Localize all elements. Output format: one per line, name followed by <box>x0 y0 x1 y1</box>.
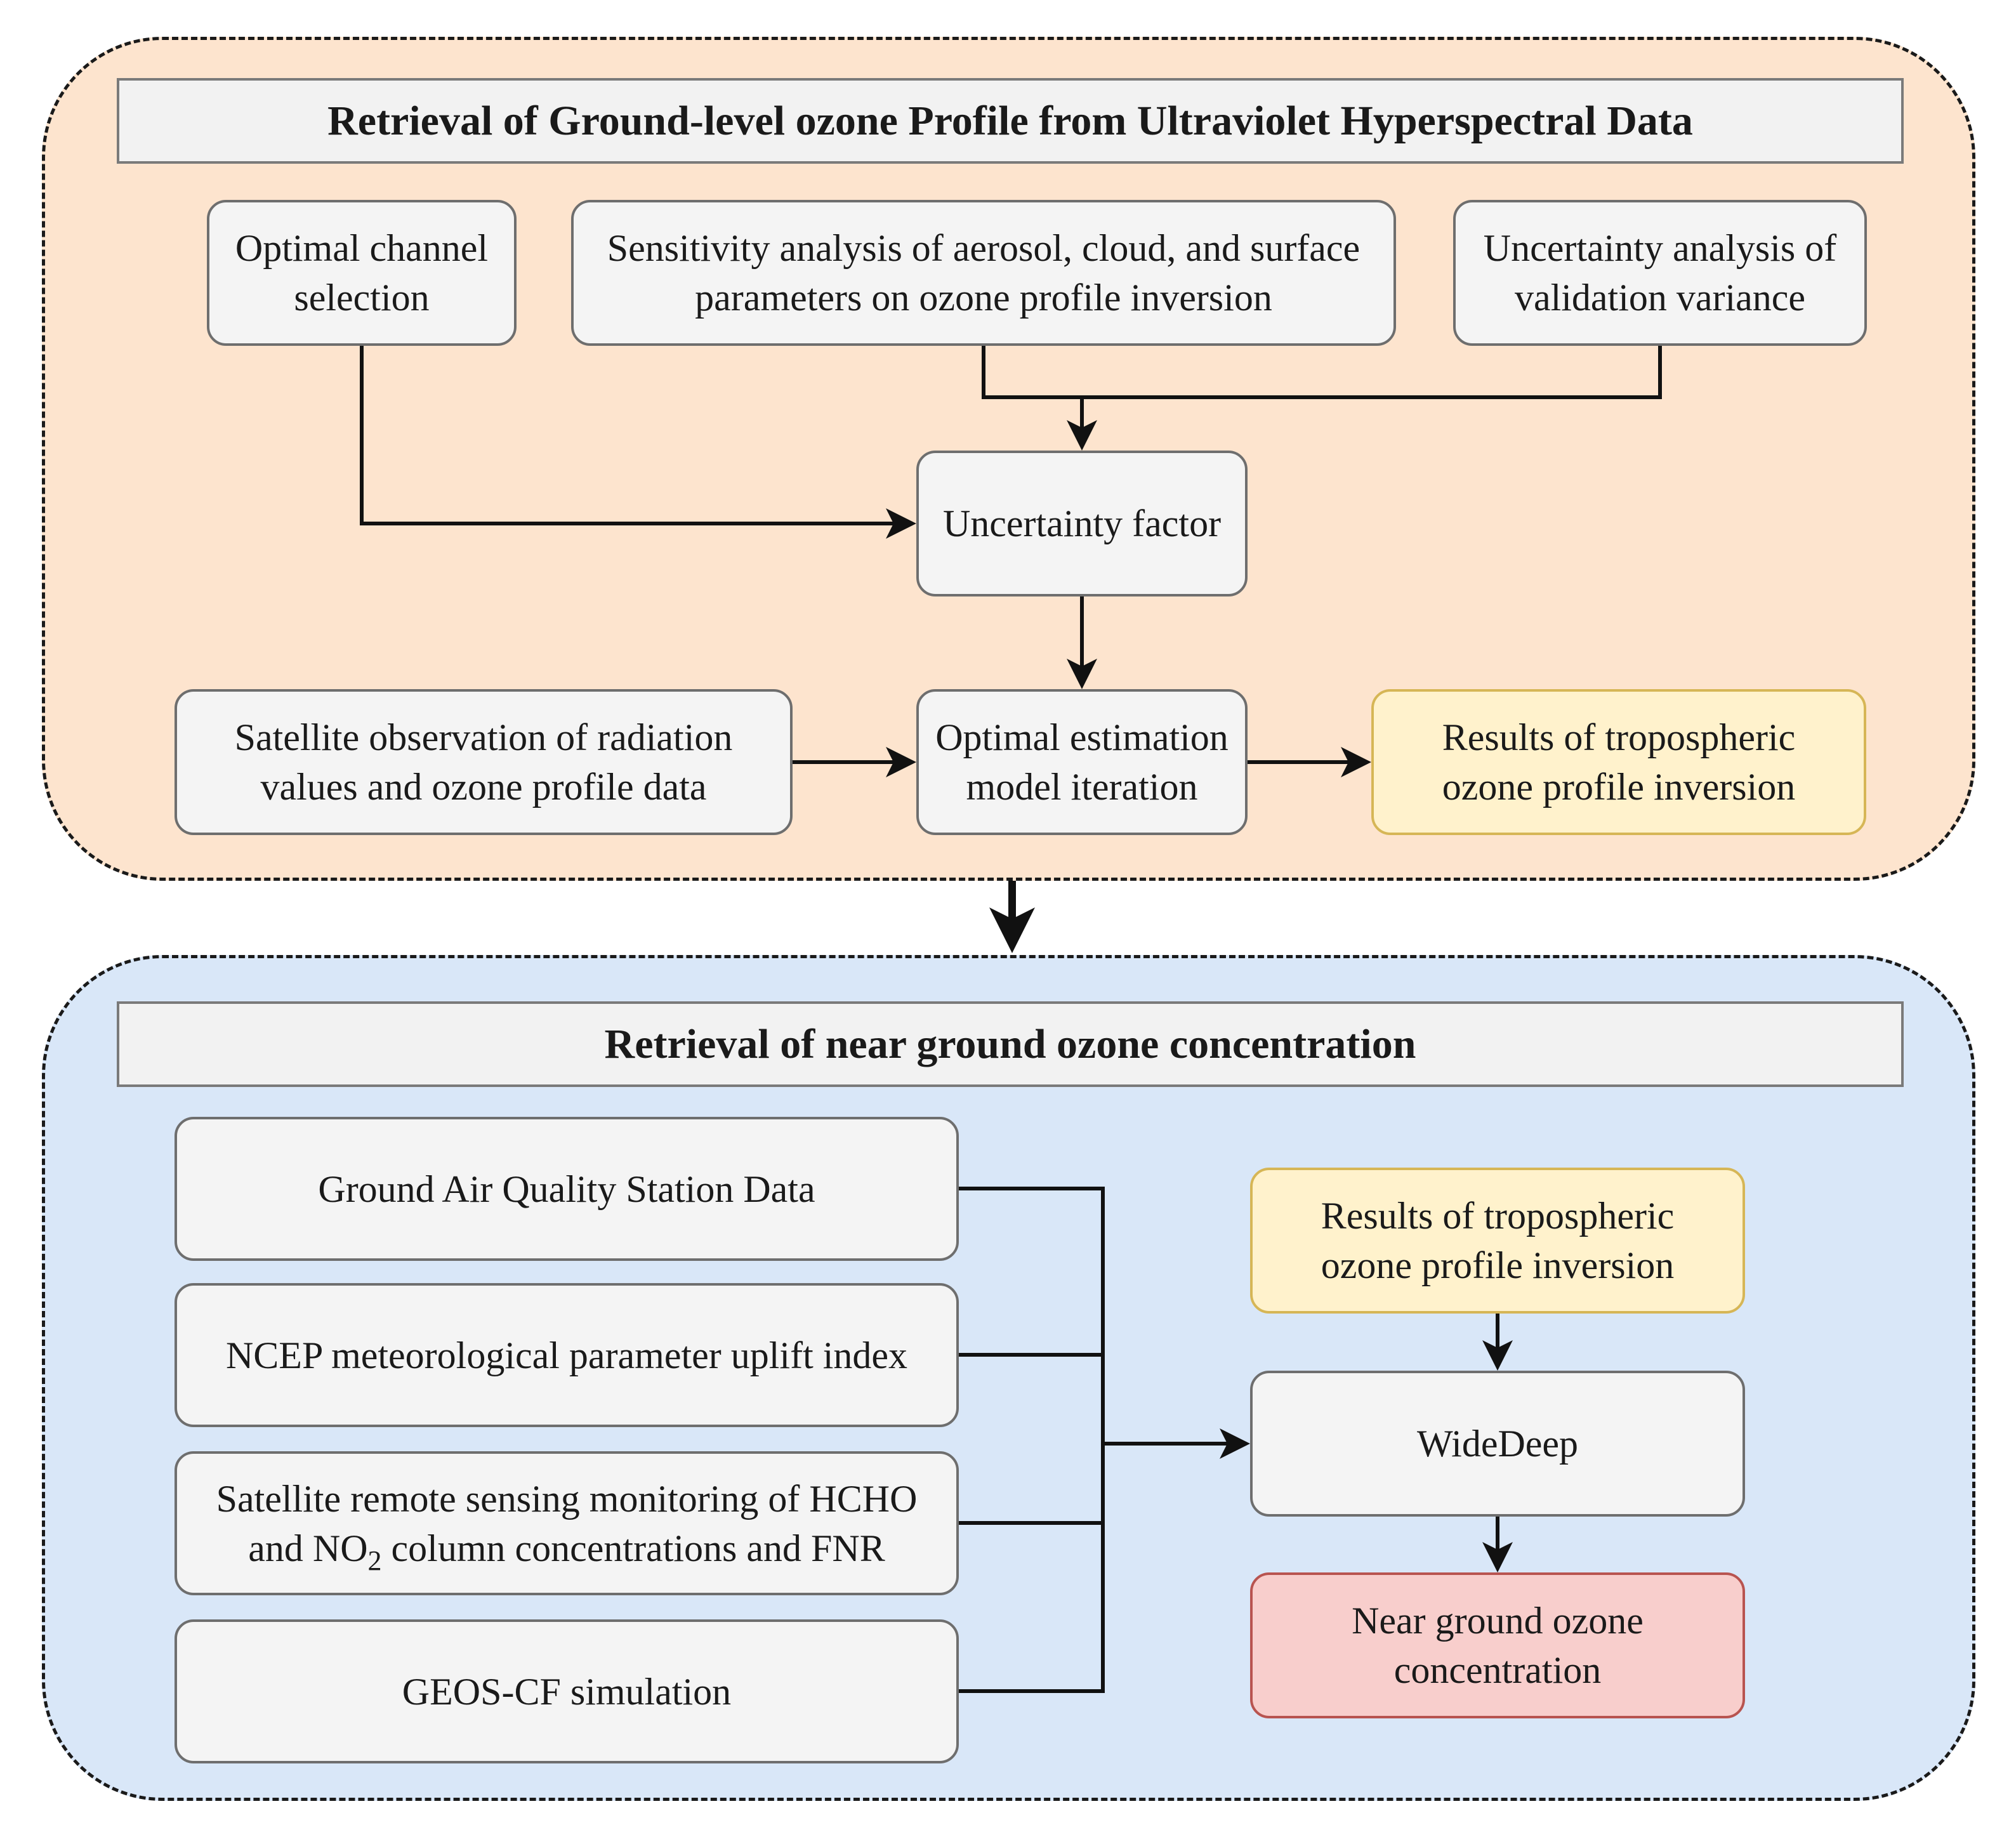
top-panel-title: Retrieval of Ground-level ozone Profile … <box>117 78 1904 164</box>
sensitivity-analysis-box: Sensitivity analysis of aerosol, cloud, … <box>571 200 1396 346</box>
ncep-box: NCEP meteorological parameter uplift ind… <box>175 1283 959 1427</box>
bottom-panel-title-text: Retrieval of near ground ozone concentra… <box>604 1020 1416 1067</box>
satellite-remote-sensing-line2-b: column concentrations and FNR <box>381 1527 885 1569</box>
ncep-label: NCEP meteorological parameter uplift ind… <box>225 1334 908 1376</box>
connector-channel-to-uncertainty <box>360 346 916 539</box>
bottom-panel-title: Retrieval of near ground ozone concentra… <box>117 1001 1904 1087</box>
satellite-remote-sensing-line2-a: and NO <box>248 1527 368 1569</box>
satellite-remote-sensing-line1: Satellite remote sensing monitoring of H… <box>216 1477 918 1520</box>
uncertainty-factor-label: Uncertainty factor <box>942 503 1222 544</box>
ground-station-box: Ground Air Quality Station Data <box>175 1117 959 1261</box>
connector-ground-station <box>959 1187 1105 1693</box>
optimal-estimation-box: Optimal estimation model iteration <box>916 689 1248 835</box>
tropospheric-results-label-top: Results of tropospheric ozone profile in… <box>1442 716 1796 808</box>
geos-cf-label: GEOS-CF simulation <box>402 1670 732 1713</box>
no2-subscript: 2 <box>367 1545 382 1576</box>
optimal-channel-selection-label: Optimal channel selection <box>235 227 489 319</box>
geos-cf-box: GEOS-CF simulation <box>175 1619 959 1763</box>
satellite-observation-box: Satellite observation of radiation value… <box>175 689 793 835</box>
uncertainty-analysis-label: Uncertainty analysis of validation varia… <box>1483 227 1837 319</box>
optimal-channel-selection-box: Optimal channel selection <box>207 200 517 346</box>
near-ground-ozone-label: Near ground ozone concentration <box>1352 1600 1644 1691</box>
near-ground-ozone-box: Near ground ozone concentration <box>1250 1572 1745 1718</box>
connector-sensitivity-merge <box>982 346 1662 399</box>
tropospheric-results-box-bottom: Results of tropospheric ozone profile in… <box>1250 1168 1745 1314</box>
widedeep-box: WideDeep <box>1250 1371 1745 1517</box>
satellite-remote-sensing-box: Satellite remote sensing monitoring of H… <box>175 1451 959 1595</box>
top-panel-title-text: Retrieval of Ground-level ozone Profile … <box>327 97 1693 144</box>
uncertainty-analysis-box: Uncertainty analysis of validation varia… <box>1453 200 1867 346</box>
optimal-estimation-label: Optimal estimation model iteration <box>935 716 1229 808</box>
sensitivity-analysis-label: Sensitivity analysis of aerosol, cloud, … <box>607 227 1360 319</box>
tropospheric-results-box-top: Results of tropospheric ozone profile in… <box>1371 689 1866 835</box>
ground-station-label: Ground Air Quality Station Data <box>318 1168 815 1210</box>
widedeep-label: WideDeep <box>1416 1423 1579 1465</box>
tropospheric-results-label-bottom: Results of tropospheric ozone profile in… <box>1321 1195 1675 1286</box>
satellite-observation-label: Satellite observation of radiation value… <box>234 716 733 808</box>
satellite-remote-sensing-line2: and NO2 column concentrations and FNR <box>248 1524 885 1576</box>
uncertainty-factor-box: Uncertainty factor <box>916 451 1248 596</box>
